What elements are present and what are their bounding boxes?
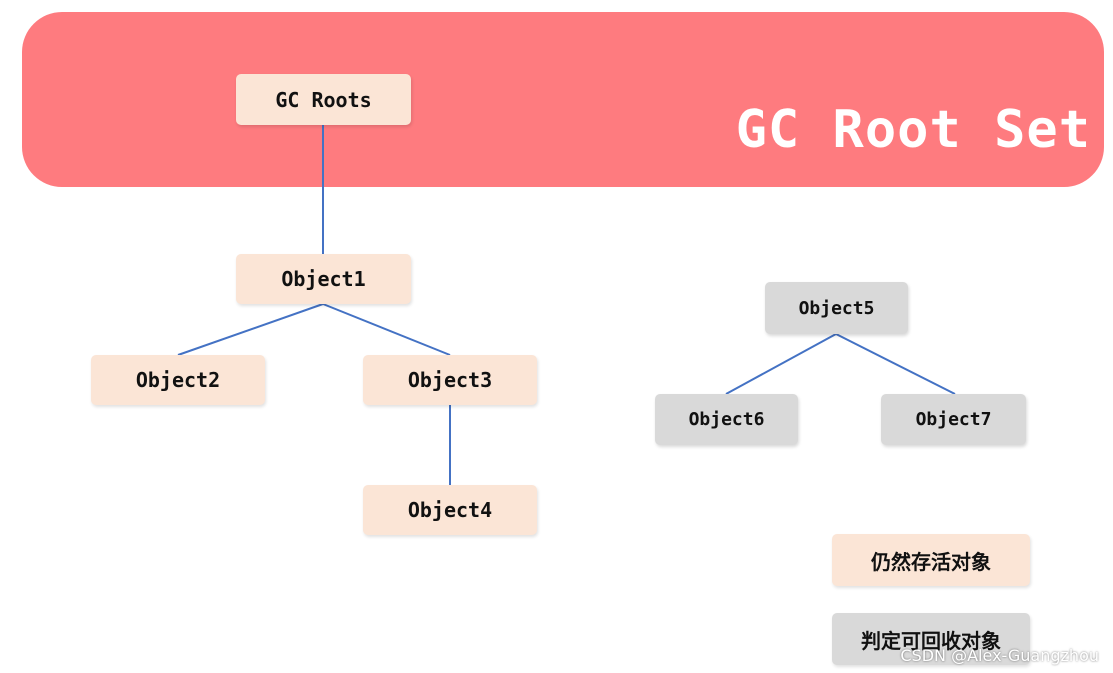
node-object7: Object7 xyxy=(881,394,1026,445)
edge-object5-object7 xyxy=(835,333,956,395)
node-gc-roots: GC Roots xyxy=(236,74,411,125)
node-object6: Object6 xyxy=(655,394,798,445)
csdn-watermark: CSDN @Alex-Guangzhou xyxy=(900,646,1099,665)
node-object2: Object2 xyxy=(91,355,265,405)
gc-root-set-band xyxy=(22,12,1104,187)
node-object3: Object3 xyxy=(363,355,537,405)
edge-object1-object2 xyxy=(177,303,324,356)
edge-object5-object6 xyxy=(725,333,837,395)
legend-alive-objects: 仍然存活对象 xyxy=(832,534,1030,586)
edge-object1-object3 xyxy=(322,303,451,356)
node-object5: Object5 xyxy=(765,282,908,334)
legend-collectable-objects: 判定可回收对象 xyxy=(832,613,1030,665)
node-object1: Object1 xyxy=(236,254,411,304)
node-object4: Object4 xyxy=(363,485,537,535)
gc-root-set-title: GC Root Set xyxy=(735,100,1091,160)
